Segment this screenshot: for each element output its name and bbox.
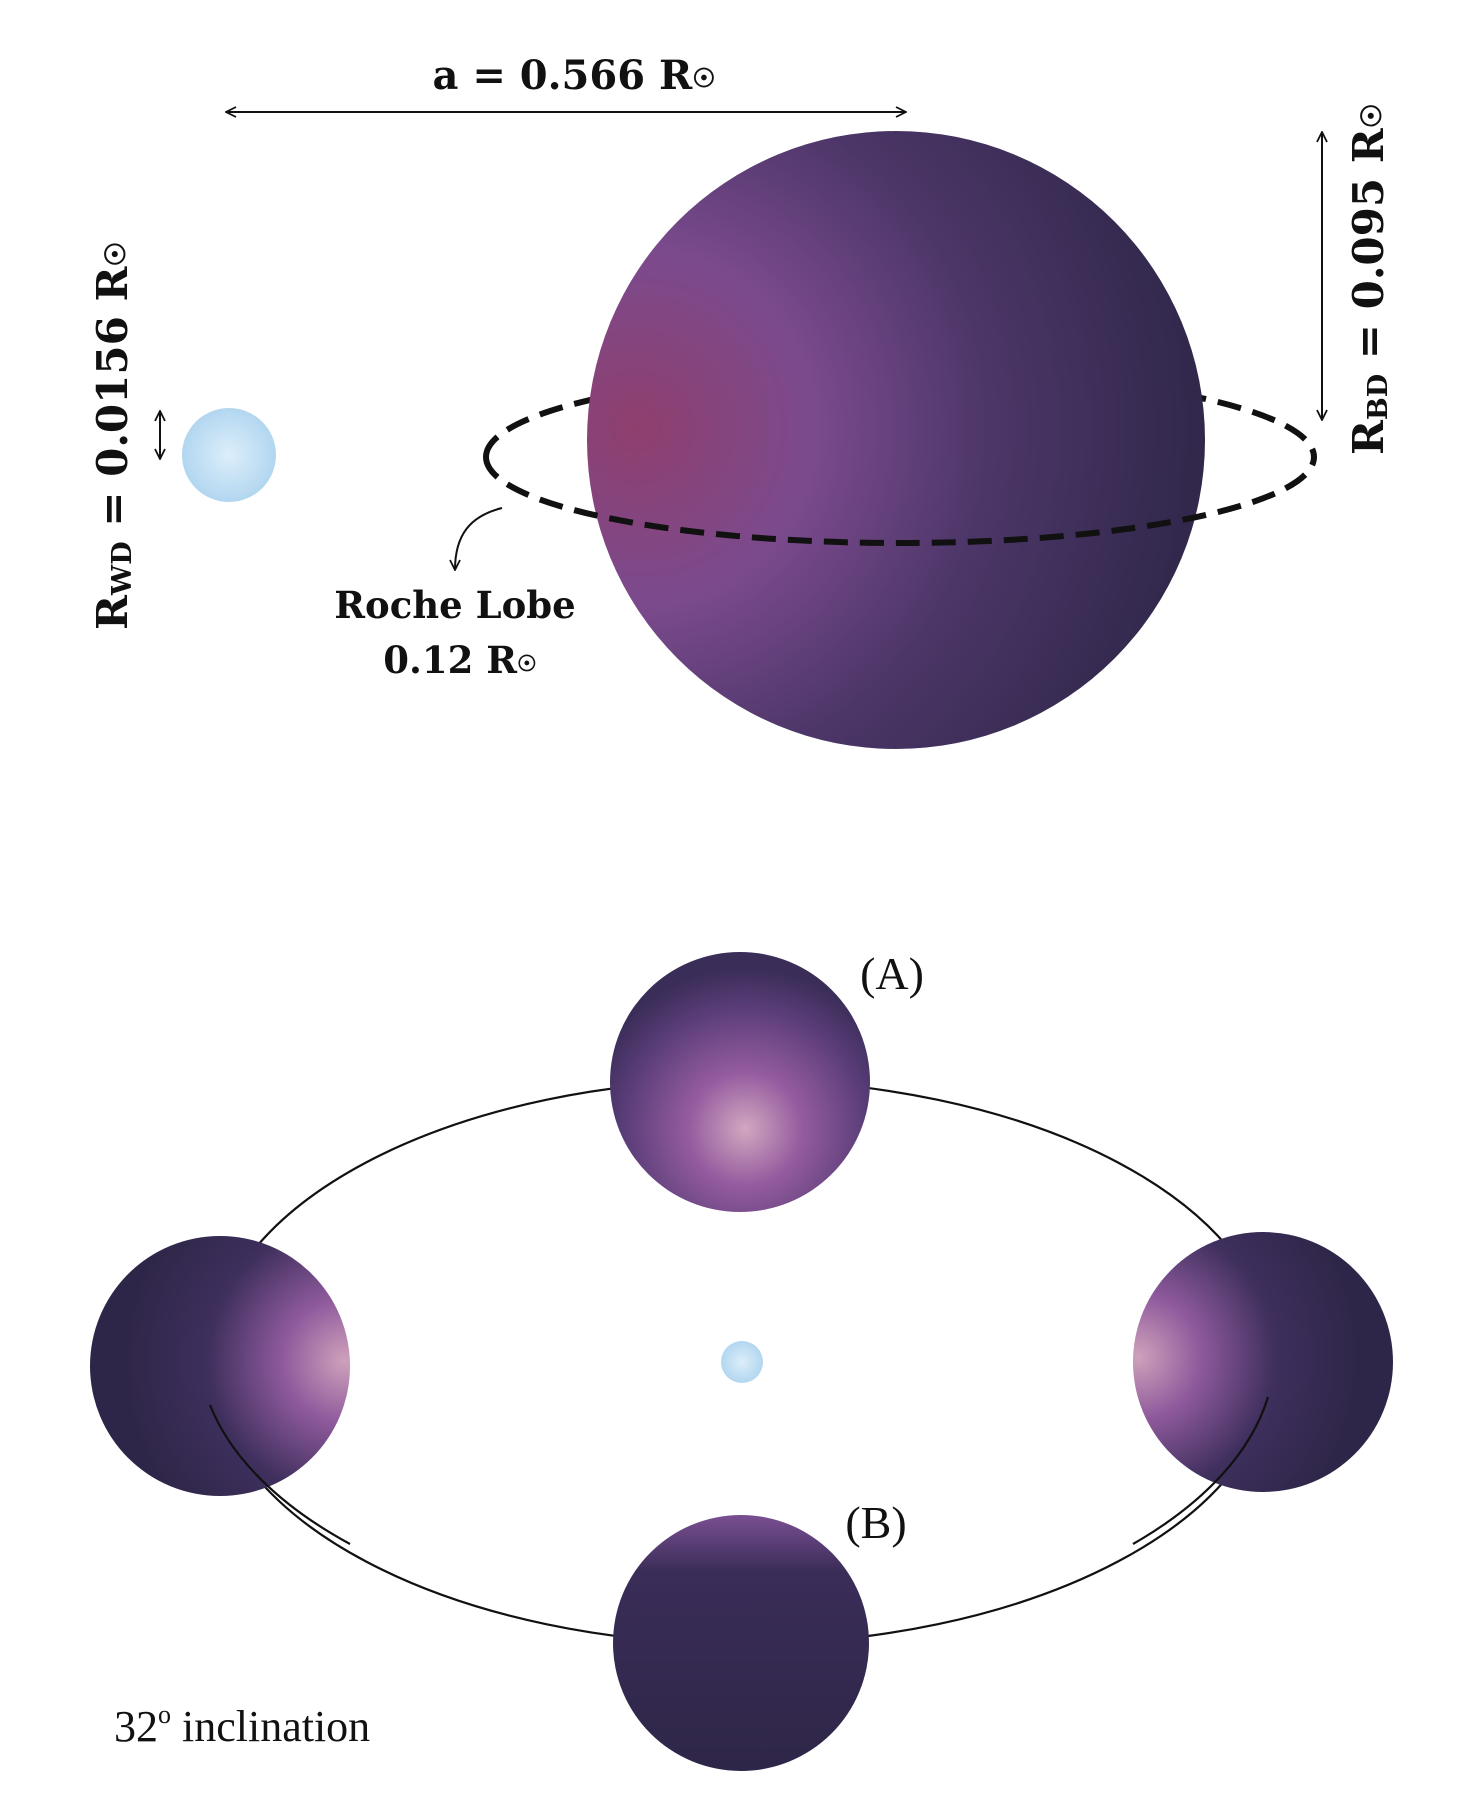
position-a-label: (A) [860,948,924,999]
brown-dwarf-position-right [1133,1232,1393,1492]
brown-dwarf [587,131,1205,749]
separation-label: a = 0.566 R☉ [432,52,715,99]
roche-lobe-front [483,456,1317,546]
white-dwarf-radius-label: RWD = 0.0156 R☉ [88,242,138,630]
position-b-label: (B) [845,1497,906,1548]
brown-dwarf-position-b [613,1515,869,1771]
roche-lobe-value: 0.12 R☉ [383,638,536,682]
roche-lobe-label: Roche Lobe [334,583,575,627]
inclination-label: 32o inclination [114,1700,370,1751]
brown-dwarf-radius-label: RBD = 0.095 R☉ [1344,103,1394,455]
orbit-front-right [1132,1396,1270,1545]
white-dwarf-center [721,1341,763,1383]
white-dwarf [182,408,276,502]
orbit-front-left [208,1404,351,1545]
brown-dwarf-position-left [90,1236,350,1496]
brown-dwarf-position-a [610,952,870,1212]
roche-lobe-pointer [455,507,503,570]
